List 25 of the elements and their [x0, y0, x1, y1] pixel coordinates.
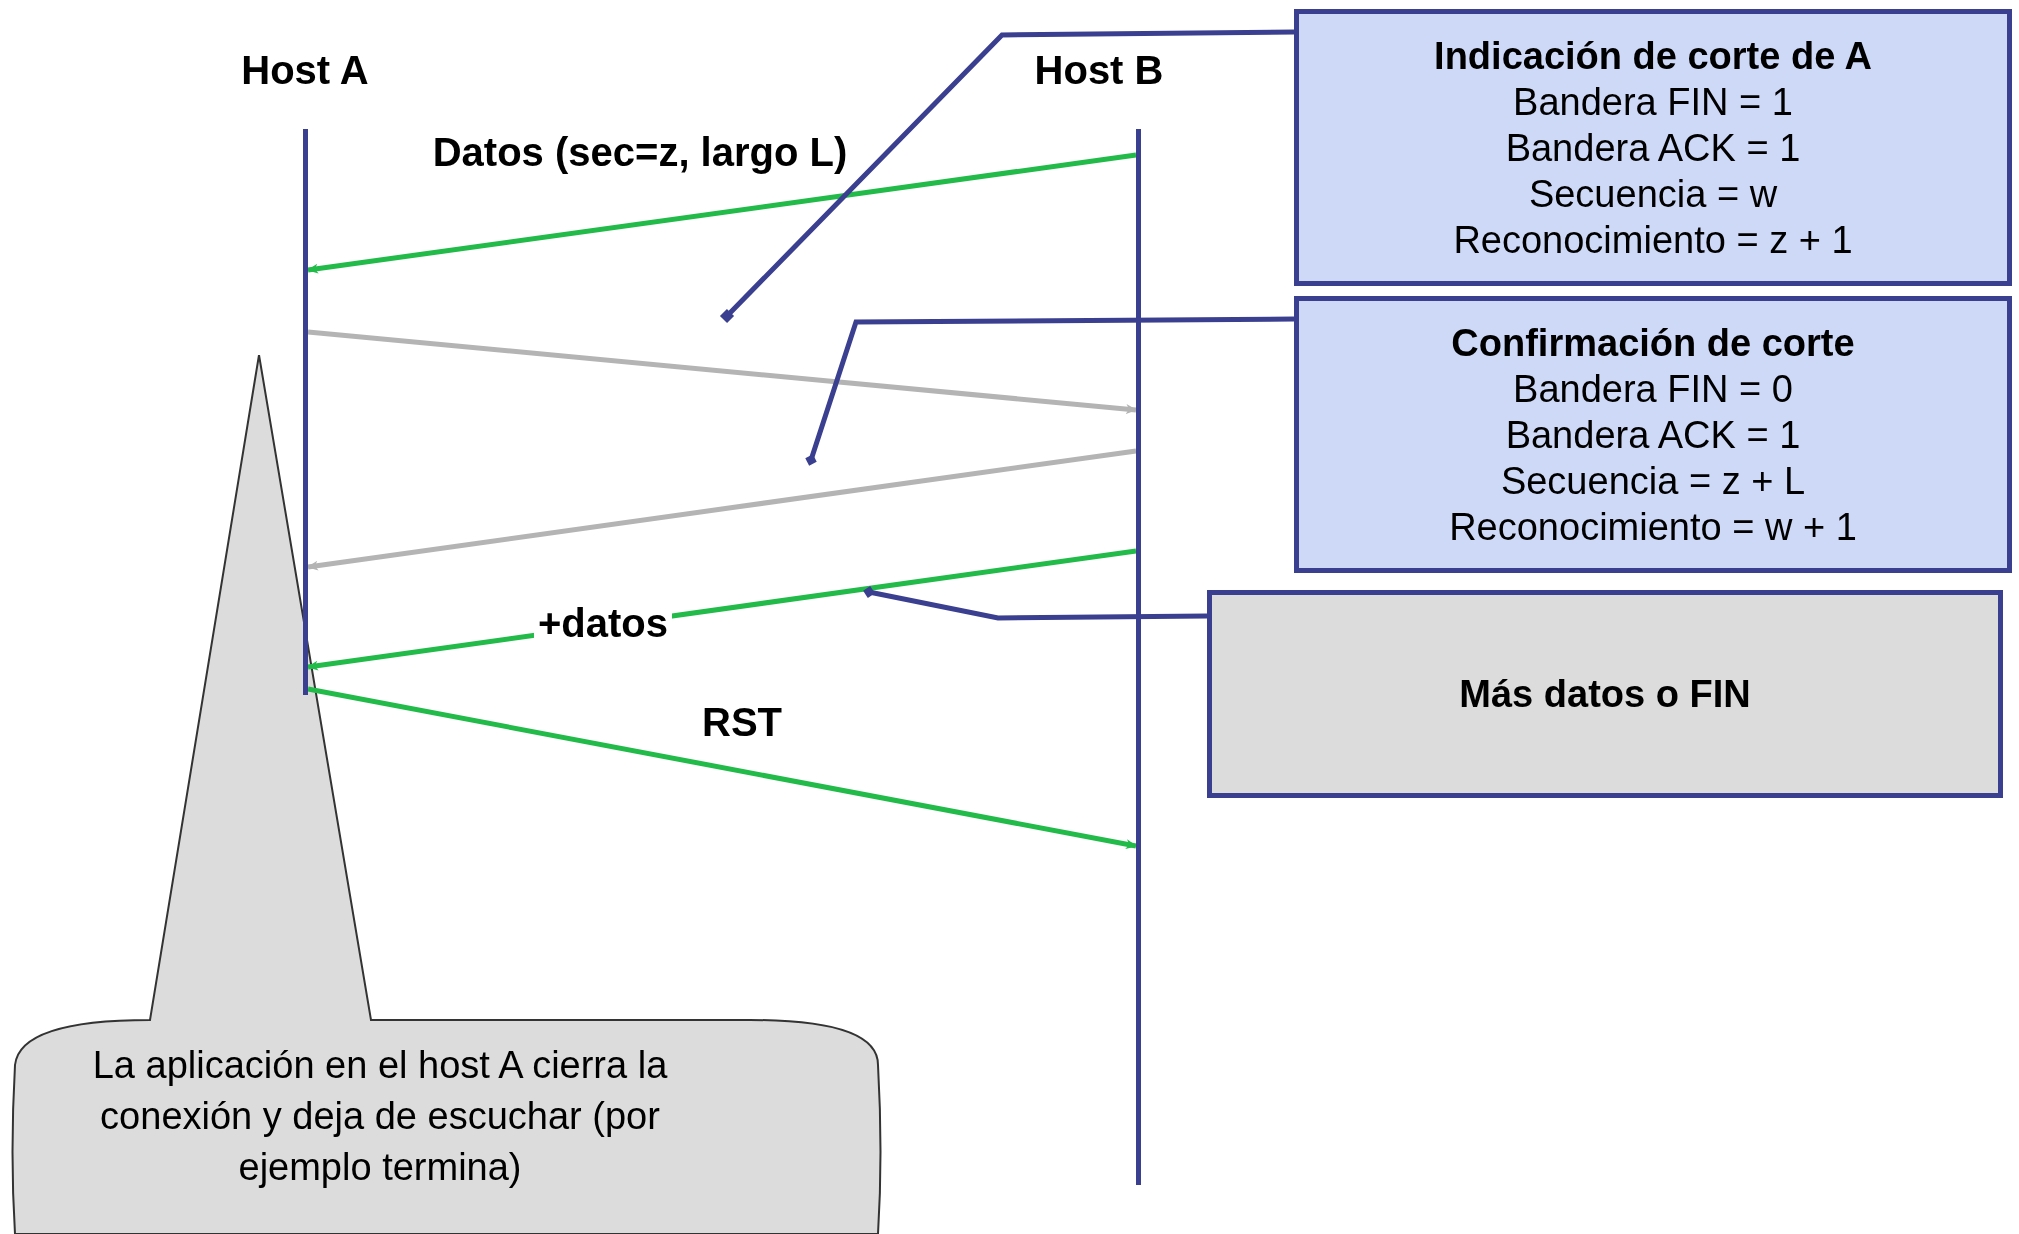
message-arrow: [307, 152, 1137, 274]
field-value: Bandera ACK = 1: [1505, 125, 1801, 171]
leader-line: [863, 586, 1208, 621]
message-arrow: [307, 686, 1137, 850]
leader-line: [719, 29, 1295, 324]
box-heading: Confirmación de corte: [1451, 320, 1855, 366]
field-value: Reconocimiento = w + 1: [1449, 504, 1857, 550]
field-value: Secuencia = w: [1528, 171, 1778, 217]
host-title: Host A: [241, 48, 369, 93]
message-arrow: [307, 329, 1137, 415]
message-arrow: [307, 448, 1137, 571]
callout-box: [1207, 590, 2003, 798]
field-value: Reconocimiento = z + 1: [1453, 217, 1853, 263]
field-value: Bandera FIN = 1: [1513, 79, 1793, 125]
field-value: Secuencia = z + L: [1500, 458, 1806, 504]
field-value: Bandera FIN = 0: [1513, 366, 1793, 412]
speech-bubble: [10, 355, 883, 1234]
callout-box: [1294, 296, 2012, 573]
callout-box: [1294, 9, 2012, 286]
box-heading: Indicación de corte de A: [1434, 33, 1872, 79]
leader-line: [805, 316, 1294, 466]
host-title: Host B: [1034, 48, 1164, 93]
field-value: Bandera ACK = 1: [1505, 412, 1801, 458]
bubble-text: La aplicación en el host A cierra la conexión y deja de escuchar (por ejemplo termina): [91, 1043, 669, 1190]
box-heading: Más datos o FIN: [1459, 672, 1751, 717]
